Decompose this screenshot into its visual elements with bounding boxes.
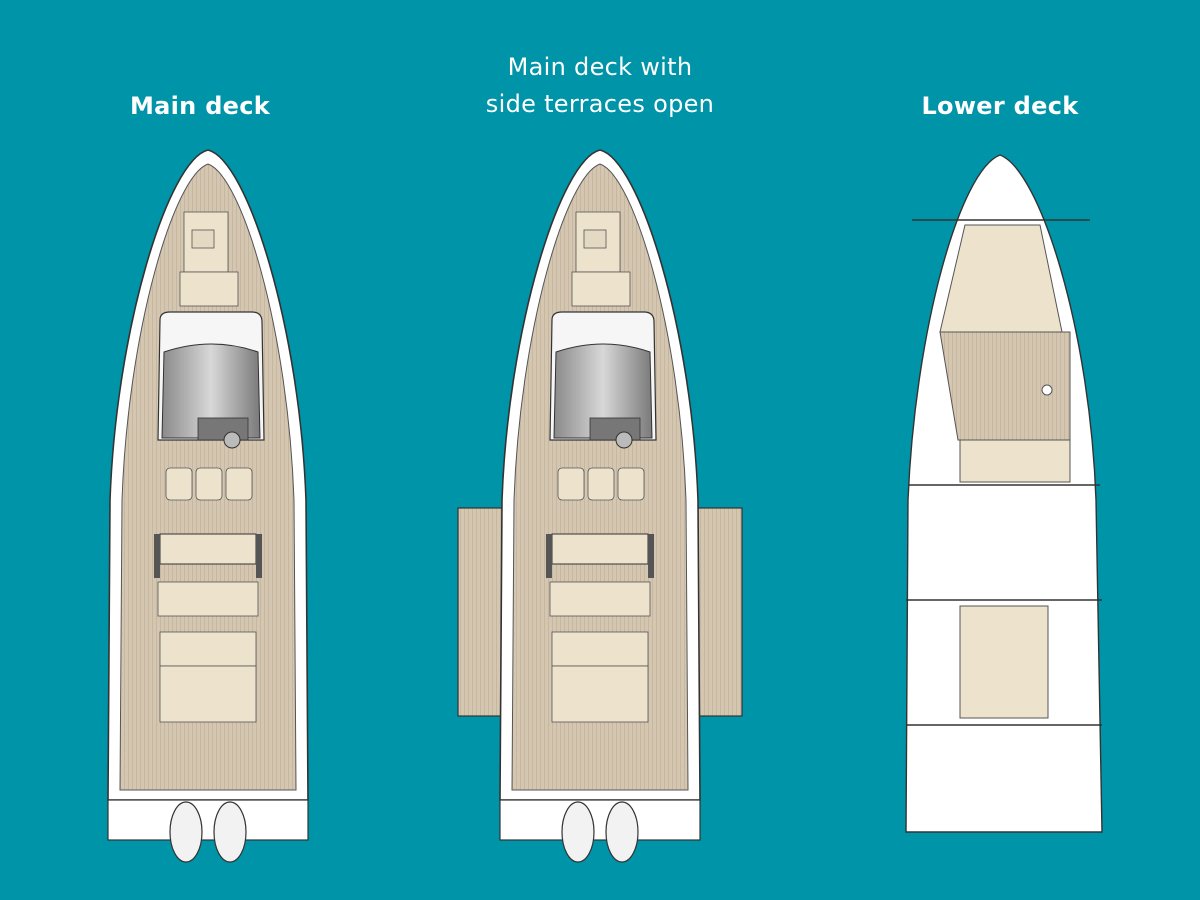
boat-lower-deck: [905, 154, 1103, 833]
main-deck-title: Main deck: [129, 92, 271, 120]
boat-terraces-open: [457, 149, 743, 863]
lower-deck-title: Lower deck: [921, 92, 1079, 120]
terraces-title-line-2: side terraces open: [485, 90, 715, 118]
terraces-open-title: Main deck with side terraces open: [420, 49, 780, 123]
boat-main-deck: [107, 149, 309, 863]
terraces-title-line-1: Main deck with: [507, 53, 693, 81]
